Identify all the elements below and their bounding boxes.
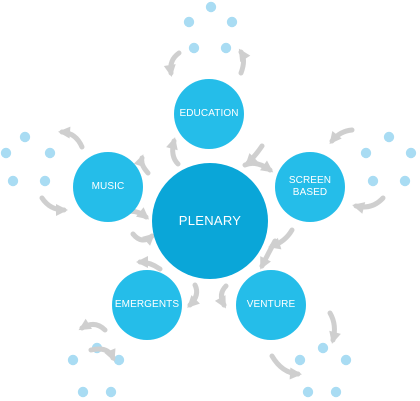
node-plenary-label: PLENARY bbox=[178, 213, 242, 229]
node-education: EDUCATION bbox=[174, 79, 244, 149]
arrow-head bbox=[214, 295, 226, 309]
decorative-dot bbox=[105, 386, 117, 398]
node-education-label: EDUCATION bbox=[179, 108, 239, 119]
arrow-head bbox=[329, 330, 341, 344]
decorative-dot bbox=[205, 1, 217, 13]
decorative-dot bbox=[405, 147, 417, 159]
decorative-dot bbox=[317, 342, 329, 354]
node-screen-based: SCREEN BASED bbox=[275, 152, 345, 222]
decorative-dot bbox=[226, 16, 238, 28]
decorative-dot bbox=[0, 147, 12, 159]
arrow-head bbox=[136, 207, 150, 220]
arrow-head bbox=[260, 256, 271, 270]
decorative-dot bbox=[188, 42, 200, 54]
arrow-head bbox=[133, 154, 146, 168]
arrow-head bbox=[238, 48, 251, 62]
arrow-head bbox=[163, 64, 176, 77]
decorative-dot bbox=[399, 175, 411, 187]
decorative-dot bbox=[383, 131, 395, 143]
arrow-head bbox=[142, 233, 155, 246]
decorative-dot bbox=[44, 147, 56, 159]
decorative-dot bbox=[7, 175, 19, 187]
decorative-dot bbox=[367, 175, 379, 187]
arrow-head bbox=[352, 202, 366, 214]
decorative-dot bbox=[220, 42, 232, 54]
node-emergents-label: EMERGENTS bbox=[114, 299, 180, 310]
node-music-label: MUSIC bbox=[91, 181, 125, 192]
decorative-dot bbox=[77, 386, 89, 398]
decorative-dot bbox=[183, 16, 195, 28]
arrow-head bbox=[56, 204, 68, 216]
arrow-head bbox=[260, 160, 274, 173]
node-venture: VENTURE bbox=[236, 270, 306, 340]
arrow-head bbox=[78, 318, 92, 331]
decorative-dot bbox=[294, 354, 306, 366]
decorative-dot bbox=[113, 354, 125, 366]
decorative-dot bbox=[340, 354, 352, 366]
arrow-head bbox=[187, 295, 200, 308]
node-plenary: PLENARY bbox=[152, 163, 268, 279]
arrow-head bbox=[58, 126, 71, 139]
node-screen-based-label: SCREEN BASED bbox=[288, 175, 332, 198]
decorative-dot bbox=[330, 386, 342, 398]
arrow-head bbox=[329, 131, 342, 145]
decorative-dot bbox=[39, 175, 51, 187]
arrow-head bbox=[289, 367, 302, 380]
node-music: MUSIC bbox=[73, 152, 143, 222]
arrow-head bbox=[104, 348, 116, 362]
arrow-head bbox=[136, 256, 148, 268]
node-venture-label: VENTURE bbox=[246, 299, 296, 310]
decorative-dot bbox=[302, 386, 314, 398]
decorative-dot bbox=[19, 131, 31, 143]
node-emergents: EMERGENTS bbox=[112, 270, 182, 340]
decorative-dot bbox=[360, 147, 372, 159]
arrow-head bbox=[166, 137, 178, 151]
decorative-dot bbox=[67, 354, 79, 366]
